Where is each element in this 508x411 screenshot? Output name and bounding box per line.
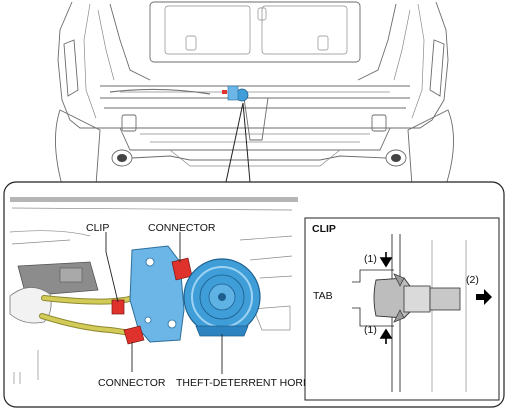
clip-detail-inset: CLIP TAB (1) (1) (2) [304, 217, 500, 401]
magnifier-leader-right [242, 102, 251, 183]
pull-out-arrow [476, 289, 492, 305]
step1-bottom-label: (1) [364, 324, 377, 336]
clip-label: CLIP [86, 222, 109, 234]
magnifier-leader-left [225, 102, 244, 183]
horn-label: THEFT-DETERRENT HORN [176, 377, 311, 389]
connector-top-label: CONNECTOR [148, 222, 216, 234]
connector-top-part [171, 257, 193, 281]
connector-bottom-part [123, 325, 145, 345]
zoomed-detail-illustration [9, 197, 298, 384]
clip-part [111, 299, 125, 315]
step2-label: (2) [466, 274, 479, 286]
press-down-arrow [379, 252, 393, 268]
clip-detail-title: CLIP [312, 223, 336, 235]
vehicle-rear-illustration [55, 1, 454, 186]
clip-leader [105, 232, 119, 303]
press-up-arrow [379, 328, 393, 344]
tab-label: TAB [313, 290, 333, 302]
theft-deterrent-horn-part [183, 258, 261, 337]
connector-bottom-label: CONNECTOR [98, 377, 166, 389]
step1-top-label: (1) [364, 253, 377, 265]
